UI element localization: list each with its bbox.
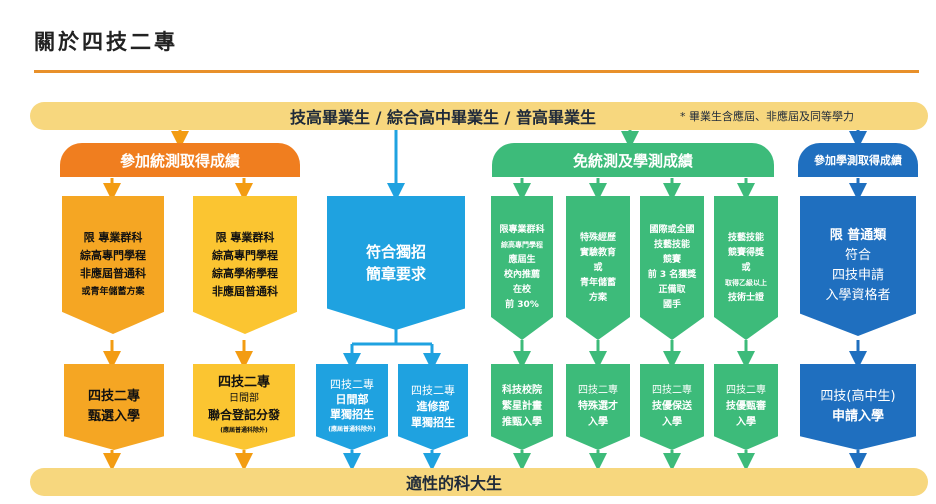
out-line: 四技二專	[411, 384, 455, 397]
req-line: 競賽得獎	[727, 247, 764, 258]
req-card-2: 限 專業群科 綜高專門學程 綜高學術學程 非應屆普通科	[193, 196, 297, 334]
req-line: 在校	[512, 285, 531, 295]
req-line: 方案	[588, 292, 607, 303]
req-line: 應屆生	[508, 255, 536, 265]
req-line: 技藝技能	[653, 240, 690, 250]
header-gsat: 參加學測取得成績	[798, 143, 918, 177]
out-line: 進修部	[416, 400, 450, 413]
out-line: 繁星計畫	[502, 401, 542, 412]
header-no-exam: 免統測及學測成績	[492, 143, 774, 177]
page-title: 關於四技二專	[34, 30, 178, 54]
req-line: 技藝技能	[727, 232, 764, 243]
req-line: 校內推薦	[503, 270, 540, 280]
out-line: 特殊選才	[578, 401, 618, 412]
out-card-5: 科技校院 繁星計畫 推甄入學	[491, 364, 553, 450]
req-card-4: 限專業群科 綜高專門學程 應屆生 校內推薦 在校 前 30%	[491, 196, 553, 340]
req-line: 青年儲蓄	[579, 277, 616, 288]
header-exam: 參加統測取得成績	[60, 143, 300, 177]
title-underline	[34, 70, 919, 73]
out-line: 四技(高中生)	[820, 389, 896, 404]
out-line: 單獨招生	[330, 408, 374, 421]
out-line: 技優保送	[652, 401, 692, 412]
req-line: 入學資格者	[825, 288, 891, 303]
req-line: 符合獨招	[365, 243, 426, 261]
req-line: 綜高專門學程	[212, 249, 278, 262]
req-line: 實驗教育	[579, 247, 616, 258]
req-line: 前 3 名獲獎	[647, 270, 697, 280]
out-card-1: 四技二專 甄選入學	[64, 364, 164, 450]
out-line: 四技二專	[726, 385, 766, 396]
bottom-bar	[30, 468, 928, 496]
req-line: 非應屆普通科	[80, 267, 146, 280]
out-line: (應屆普通科除外)	[328, 426, 376, 433]
req-line: 限專業群科	[499, 225, 545, 235]
req-line: 四技申請	[831, 268, 884, 283]
out-line: 四技二專	[652, 385, 692, 396]
req-line: 符合	[844, 248, 871, 263]
req-line: 或青年儲蓄方案	[81, 287, 145, 297]
req-line: 國際或全國	[649, 225, 695, 235]
req-line: 國手	[662, 300, 681, 310]
req-line: 簡章要求	[365, 265, 426, 283]
req-line: 或	[593, 262, 603, 273]
out-card-2: 四技二專 日間部 聯合登記分發 (應屆普通科除外)	[193, 364, 295, 450]
req-line: 綜高專門學程	[501, 241, 543, 249]
out-line: 日間部	[229, 393, 259, 404]
req-line: 限 普通類	[829, 228, 887, 243]
req-line: 競賽	[662, 255, 681, 265]
req-line: 綜高專門學程	[80, 249, 146, 262]
req-line: 前 30%	[505, 300, 539, 310]
out-line: 入學	[662, 417, 682, 428]
req-card-6: 國際或全國 技藝技能 競賽 前 3 名獲獎 正備取 國手	[640, 196, 704, 340]
out-line: 日間部	[335, 393, 369, 406]
req-line: 限 專業群科	[83, 231, 143, 244]
top-bar-title: 技高畢業生 / 綜合高中畢業生 / 普高畢業生	[290, 108, 596, 127]
out-line: 四技二專	[330, 378, 374, 391]
out-line: (應屆普通科除外)	[220, 427, 268, 434]
req-line: 限 專業群科	[215, 231, 275, 244]
bottom-bar-title: 適性的科大生	[406, 474, 503, 493]
out-line: 技優甄審	[726, 401, 766, 412]
out-card-7: 四技二專 技優保送 入學	[640, 364, 704, 450]
req-line: 非應屆普通科	[212, 285, 278, 298]
req-line: 技術士證	[727, 292, 764, 303]
req-card-3: 符合獨招 簡章要求	[327, 196, 465, 330]
out-line: 申請入學	[831, 409, 884, 424]
top-bar-note: * 畢業生含應屆、非應屆及同等學力	[680, 110, 854, 123]
top-bar	[30, 102, 928, 130]
req-line: 正備取	[658, 285, 686, 295]
req-line: 取得乙級以上	[725, 278, 767, 287]
req-card-7: 技藝技能 競賽得獎 或 取得乙級以上 技術士證	[714, 196, 778, 340]
out-card-8: 四技二專 技優甄審 入學	[714, 364, 778, 450]
out-line: 聯合登記分發	[207, 408, 280, 422]
req-card-1: 限 專業群科 綜高專門學程 非應屆普通科 或青年儲蓄方案	[62, 196, 164, 334]
out-card-9: 四技(高中生) 申請入學	[800, 364, 916, 450]
out-line: 入學	[736, 417, 756, 428]
req-card-5: 特殊經歷 實驗教育 或 青年儲蓄 方案	[566, 196, 630, 340]
out-card-3: 四技二專 日間部 單獨招生 (應屆普通科除外)	[316, 364, 388, 450]
out-line: 入學	[588, 417, 608, 428]
out-line: 四技二專	[217, 375, 270, 390]
req-card-8: 限 普通類 符合 四技申請 入學資格者	[800, 196, 916, 336]
out-card-6: 四技二專 特殊選才 入學	[566, 364, 630, 450]
out-line: 甄選入學	[87, 409, 140, 424]
out-line: 單獨招生	[411, 416, 455, 429]
out-line: 科技校院	[502, 385, 542, 396]
out-line: 推甄入學	[502, 417, 542, 428]
out-line: 四技二專	[87, 389, 140, 404]
req-line: 或	[741, 262, 751, 273]
req-line: 特殊經歷	[579, 232, 616, 243]
req-line: 綜高學術學程	[212, 267, 278, 280]
out-line: 四技二專	[578, 385, 618, 396]
out-card-4: 四技二專 進修部 單獨招生	[398, 364, 468, 450]
